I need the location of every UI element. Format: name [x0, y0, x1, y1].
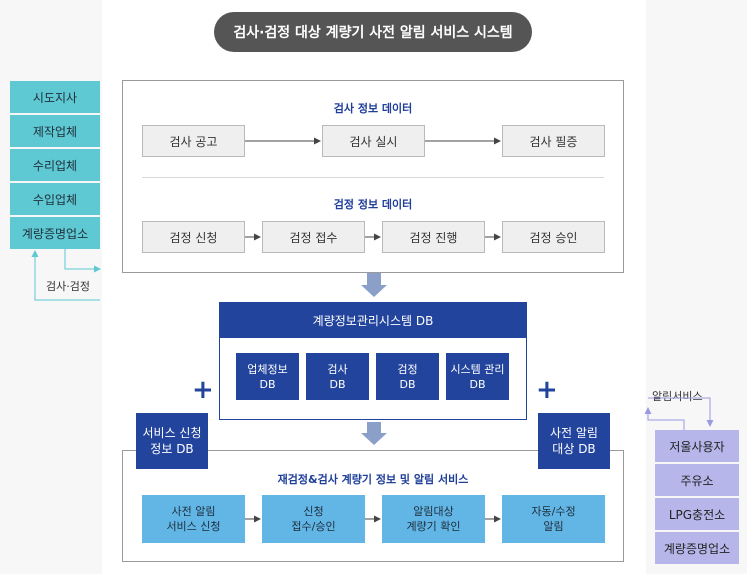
verification-step-2: 검정 접수 — [262, 221, 365, 253]
inspection-step-1: 검사 공고 — [142, 125, 245, 157]
plus-icon-left: + — [192, 375, 214, 405]
right-link-out — [648, 397, 714, 427]
right-link-in — [644, 407, 685, 430]
down-arrow-1 — [361, 273, 387, 297]
left-link-label: 검사·검정 — [46, 280, 90, 293]
right-link-label: 알림서비스 — [652, 390, 703, 403]
service-step-4: 자동/수정 알림 — [502, 495, 605, 543]
db-inspection: 검사 DB — [306, 353, 369, 400]
verification-step-3: 검정 진행 — [382, 221, 485, 253]
inspection-step-2: 검사 실시 — [322, 125, 425, 157]
db-system-mgmt: 시스템 관리 DB — [446, 353, 509, 400]
service-step-1: 사전 알림 서비스 신청 — [142, 495, 245, 543]
left-link-in — [31, 250, 100, 301]
left-link-out — [64, 249, 101, 273]
verification-title: 검정 정보 데이터 — [333, 198, 413, 211]
actor-right-1: 저울사용자 — [655, 430, 739, 462]
db-system-title: 계량정보관리시스템 DB — [219, 302, 527, 338]
actor-left-4: 수입업체 — [10, 183, 100, 215]
plus-icon-right: + — [536, 375, 558, 405]
down-arrow-2 — [361, 422, 387, 445]
actor-right-2: 주유소 — [655, 464, 739, 496]
actor-left-5: 계량증명업소 — [10, 217, 100, 249]
verification-step-4: 검정 승인 — [502, 221, 605, 253]
alert-target-db: 사전 알림 대상 DB — [538, 413, 610, 469]
service-step-2: 신청 접수/승인 — [262, 495, 365, 543]
verification-step-1: 검정 신청 — [142, 221, 245, 253]
actor-right-4: 계량증명업소 — [655, 532, 739, 564]
inspection-title: 검사 정보 데이터 — [333, 102, 413, 115]
inspection-step-3: 검사 필증 — [502, 125, 605, 157]
panel-divider — [142, 177, 604, 178]
page-title: 검사·검정 대상 계량기 사전 알림 서비스 시스템 — [214, 12, 532, 52]
db-company: 업체정보 DB — [236, 353, 299, 400]
db-verification: 검정 DB — [376, 353, 439, 400]
service-request-db: 서비스 신청 정보 DB — [136, 413, 208, 469]
actor-left-3: 수리업체 — [10, 149, 100, 181]
service-step-3: 알림대상 계량기 확인 — [382, 495, 485, 543]
service-title: 재검정&검사 계량기 정보 및 알림 서비스 — [277, 473, 469, 486]
actor-left-2: 제작업체 — [10, 115, 100, 147]
actor-left-1: 시도지사 — [10, 81, 100, 113]
actor-right-3: LPG충전소 — [655, 498, 739, 530]
